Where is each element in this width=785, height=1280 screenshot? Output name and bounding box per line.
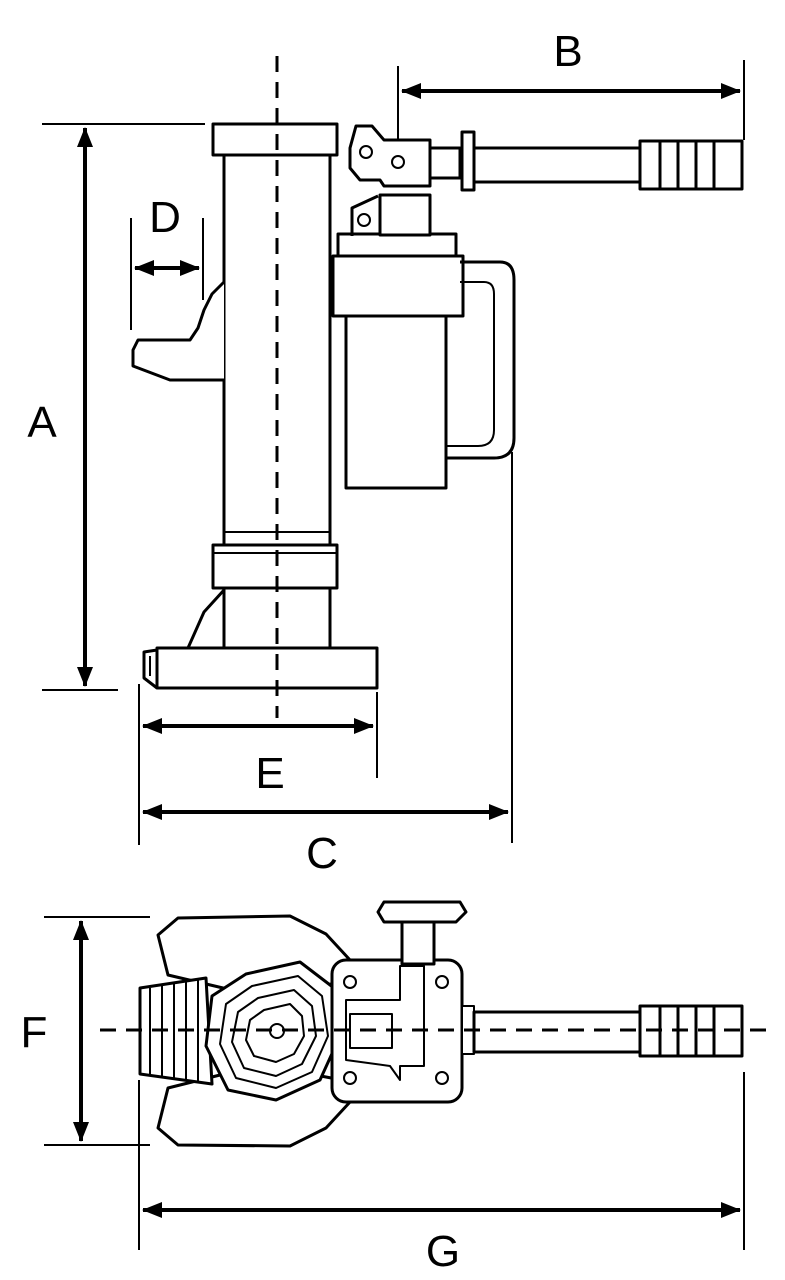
pump-lever-bar [472, 146, 642, 184]
pump-lever-grip [638, 139, 744, 191]
base-plate [155, 646, 379, 690]
dimension-b: B [397, 27, 745, 140]
release-valve-knob [376, 900, 468, 924]
reservoir-top [331, 254, 465, 318]
dimension-d: D [130, 193, 204, 330]
head-cap [211, 122, 339, 157]
dimension-label-g: G [426, 1227, 460, 1276]
dimension-label-b: B [553, 27, 582, 76]
dimension-label-d: D [149, 193, 181, 242]
dimension-g: G [138, 1072, 745, 1276]
collar [211, 543, 339, 590]
jack-side-body [131, 56, 744, 718]
side-view: A B D E C [27, 27, 745, 878]
pump-lever-bar-top [472, 1010, 642, 1054]
dimension-f: F [21, 916, 150, 1146]
dimension-c: C [142, 452, 513, 878]
top-view: F G [21, 900, 775, 1276]
dimension-label-c: C [306, 829, 338, 878]
base-toe [142, 648, 158, 690]
dimension-a: A [27, 123, 205, 691]
carry-handle [446, 260, 516, 460]
pump-lever-pivot [348, 124, 432, 188]
dimension-label-e: E [255, 749, 284, 798]
dimension-label-f: F [21, 1008, 48, 1057]
toe-lift [131, 280, 226, 382]
lower-gusset [186, 588, 226, 649]
jack-top-body [100, 900, 775, 1148]
ram-center [269, 1023, 285, 1039]
reservoir-body [344, 314, 448, 490]
dimension-e: E [138, 684, 378, 845]
toe-ribbed [138, 976, 214, 1086]
dimension-label-a: A [27, 398, 57, 447]
release-valve-stem [400, 920, 436, 966]
